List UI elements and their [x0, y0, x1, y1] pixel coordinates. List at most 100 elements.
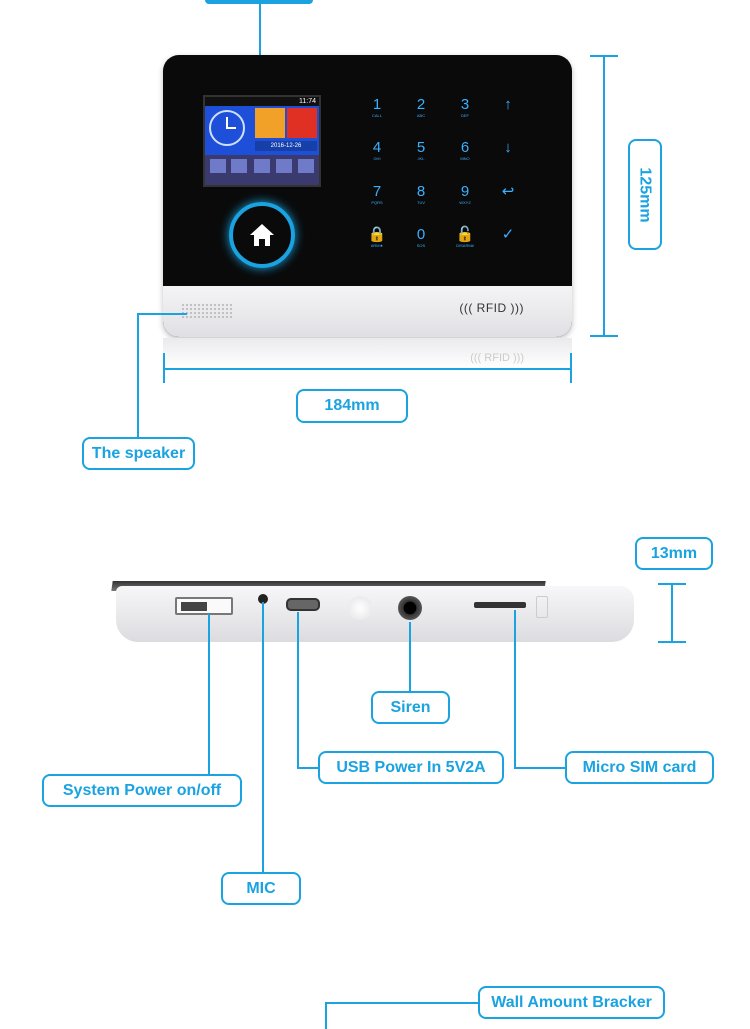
settings-icon: [298, 159, 314, 173]
power-label: System Power on/off: [42, 774, 242, 807]
thickness-dim-line: [671, 583, 673, 643]
side-button: [536, 596, 548, 618]
indicator-light: [348, 596, 372, 620]
thickness-dim-bottom: [658, 641, 686, 643]
keypad-key-number: 9: [460, 183, 470, 200]
sim-callout-v: [514, 610, 516, 769]
keypad-key-number: 0: [416, 226, 426, 243]
speaker-grille: [181, 303, 233, 319]
height-dim-bottom: [590, 335, 618, 337]
mic-callout: [262, 602, 264, 873]
speaker-callout-h: [137, 313, 187, 315]
keypad-key-letters: ARM★: [370, 243, 384, 248]
usb-callout-v: [297, 612, 299, 769]
clock-hand: [226, 127, 236, 129]
rfid-reflection: ((( RFID ))): [470, 352, 524, 364]
width-label: 184mm: [296, 389, 408, 423]
usb-callout-h: [297, 767, 319, 769]
keypad-key-number: ↩: [501, 183, 515, 200]
width-dim-right: [570, 353, 572, 383]
mic-hole: [258, 594, 268, 604]
sim-label: Micro SIM card: [565, 751, 714, 784]
keypad-key-number: 6: [460, 139, 470, 156]
keypad-key[interactable]: ↩: [496, 184, 520, 200]
sim-slot[interactable]: [474, 602, 526, 608]
power-callout: [208, 614, 210, 775]
screen-status-bar: 11:74: [205, 97, 319, 106]
speaker-label: The speaker: [82, 437, 195, 470]
thickness-label: 13mm: [635, 537, 713, 570]
keypad-key[interactable]: ✓: [496, 227, 520, 243]
alarm-tile-icon: [287, 108, 317, 138]
keypad-key-letters: SOS: [416, 243, 426, 248]
keypad-key[interactable]: ↑: [496, 97, 520, 113]
keypad-key-number: ↓: [504, 139, 512, 156]
keypad-key-number: 2: [416, 96, 426, 113]
bracket-callout-v: [325, 1002, 327, 1029]
unlock-icon: [276, 159, 292, 173]
keypad-key-letters: TUV: [417, 200, 425, 205]
keypad-key-letters: MNO: [460, 156, 470, 161]
panel-bottom-strip: ((( RFID ))): [163, 286, 572, 337]
width-dim-line: [163, 368, 572, 370]
screen-time: 11:74: [299, 98, 316, 105]
usb-label: USB Power In 5V2A: [318, 751, 504, 784]
keypad-key-number: 8: [416, 183, 426, 200]
siren-label: Siren: [371, 691, 450, 724]
lock-icon: [231, 159, 247, 173]
keypad-key-number: 7: [372, 183, 382, 200]
keypad-key-number: 3: [460, 96, 470, 113]
keypad-key[interactable]: ↓: [496, 140, 520, 156]
home-icon: [250, 224, 274, 246]
height-dim-line: [603, 55, 605, 337]
keypad-key-letters: DEF: [461, 113, 469, 118]
screen-callout-top: [205, 0, 313, 4]
keypad-key-letters: PQRS: [371, 200, 383, 205]
height-label: 125mm: [628, 139, 662, 250]
keypad-key-number: 1: [372, 96, 382, 113]
keypad-key-letters: CALL: [371, 113, 382, 118]
siren-jack[interactable]: [398, 596, 422, 620]
clock-hand: [226, 117, 228, 129]
bracket-label: Wall Amount Bracker: [478, 986, 665, 1019]
keypad-key-number: 🔓: [455, 226, 475, 243]
keypad-key-number: ✓: [501, 226, 515, 243]
speaker-callout-v: [137, 313, 139, 438]
usb-port[interactable]: [286, 598, 320, 611]
keypad-key-number: 4: [372, 139, 382, 156]
home-button[interactable]: [229, 202, 295, 268]
siren-callout: [409, 622, 411, 692]
keypad-key-number: 5: [416, 139, 426, 156]
keypad-key-number: ↑: [504, 96, 512, 113]
screen-date: 2016-12-26: [255, 141, 317, 151]
screen-callout-line: [259, 0, 261, 108]
panel-reflection: ((( RFID ))): [163, 338, 572, 368]
power-switch-toggle: [181, 602, 207, 611]
power-switch[interactable]: [175, 597, 233, 615]
keypad-key[interactable]: 🔓DISARM#: [453, 226, 477, 249]
phone-icon: [210, 159, 226, 173]
mic-label: MIC: [221, 872, 301, 905]
alarm-panel-side: [116, 586, 634, 642]
arm-icon: [254, 159, 270, 173]
sim-callout-h: [514, 767, 566, 769]
keypad-key-letters: ABC: [416, 113, 426, 118]
keypad-key[interactable]: 🔒ARM★: [365, 226, 389, 249]
keypad-key-letters: DISARM#: [456, 243, 474, 248]
keypad-key-letters: JKL: [417, 156, 425, 161]
keypad-key-letters: GHI: [373, 156, 381, 161]
keypad-key-number: 🔒: [367, 226, 387, 243]
clock-icon: [209, 110, 245, 146]
bracket-callout-h: [325, 1002, 480, 1004]
